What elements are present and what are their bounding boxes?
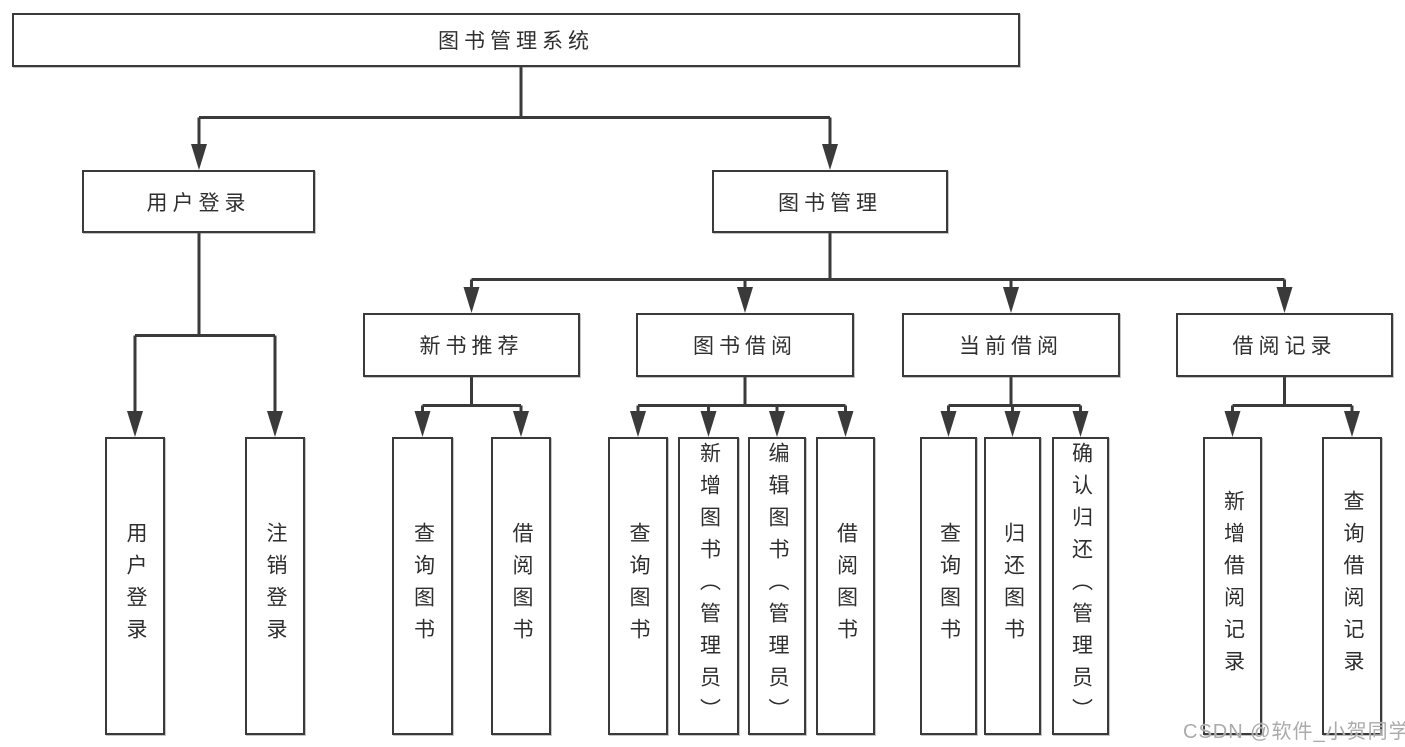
leaf-query-book-recommend-label: 查询图书 xyxy=(411,522,435,650)
leaf-query-borrow-record-label: 查询借阅记录 xyxy=(1341,490,1364,682)
node-user-login: 用户登录 xyxy=(82,170,315,233)
leaf-query-book-recommend: 查询图书 xyxy=(392,437,453,735)
leaf-add-borrow-record-label: 新增借阅记录 xyxy=(1221,490,1245,682)
leaf-borrow-book-borrowing-label: 借阅图书 xyxy=(834,522,858,650)
leaf-return-book: 归还图书 xyxy=(984,437,1041,735)
leaf-confirm-return-admin-label: 确认归还（管理员） xyxy=(1069,442,1093,730)
node-library-system: 图书管理系统 xyxy=(12,13,1020,67)
leaf-confirm-return-admin: 确认归还（管理员） xyxy=(1052,437,1109,735)
node-current-borrowing: 当前借阅 xyxy=(902,313,1120,377)
leaf-edit-book-admin-label: 编辑图书（管理员） xyxy=(766,442,789,730)
node-book-management: 图书管理 xyxy=(712,170,948,233)
leaf-add-book-admin: 新增图书（管理员） xyxy=(678,437,739,735)
leaf-query-book-current-label: 查询图书 xyxy=(937,522,961,650)
leaf-query-book-borrowing: 查询图书 xyxy=(608,437,668,735)
leaf-user-login: 用户登录 xyxy=(105,437,165,735)
leaf-logout-login: 注销登录 xyxy=(245,437,305,735)
leaf-add-book-admin-label: 新增图书（管理员） xyxy=(697,442,721,730)
watermark: CSDN @软件_小贺同学 xyxy=(1183,721,1405,743)
node-new-book-recommend: 新书推荐 xyxy=(363,313,580,377)
leaf-borrow-book-recommend: 借阅图书 xyxy=(491,437,551,735)
leaf-return-book-label: 归还图书 xyxy=(1001,522,1025,650)
leaf-logout-login-label: 注销登录 xyxy=(264,522,287,650)
leaf-borrow-book-borrowing: 借阅图书 xyxy=(816,437,875,735)
leaf-query-book-borrowing-label: 查询图书 xyxy=(627,522,650,650)
leaf-query-book-current: 查询图书 xyxy=(920,437,977,735)
leaf-add-borrow-record: 新增借阅记录 xyxy=(1203,437,1262,735)
leaf-borrow-book-recommend-label: 借阅图书 xyxy=(510,522,533,650)
leaf-query-borrow-record: 查询借阅记录 xyxy=(1322,437,1382,735)
leaf-user-login-label: 用户登录 xyxy=(124,522,147,650)
leaf-edit-book-admin: 编辑图书（管理员） xyxy=(748,437,806,735)
node-book-borrowing: 图书借阅 xyxy=(636,313,854,377)
node-borrowing-records: 借阅记录 xyxy=(1176,313,1393,377)
